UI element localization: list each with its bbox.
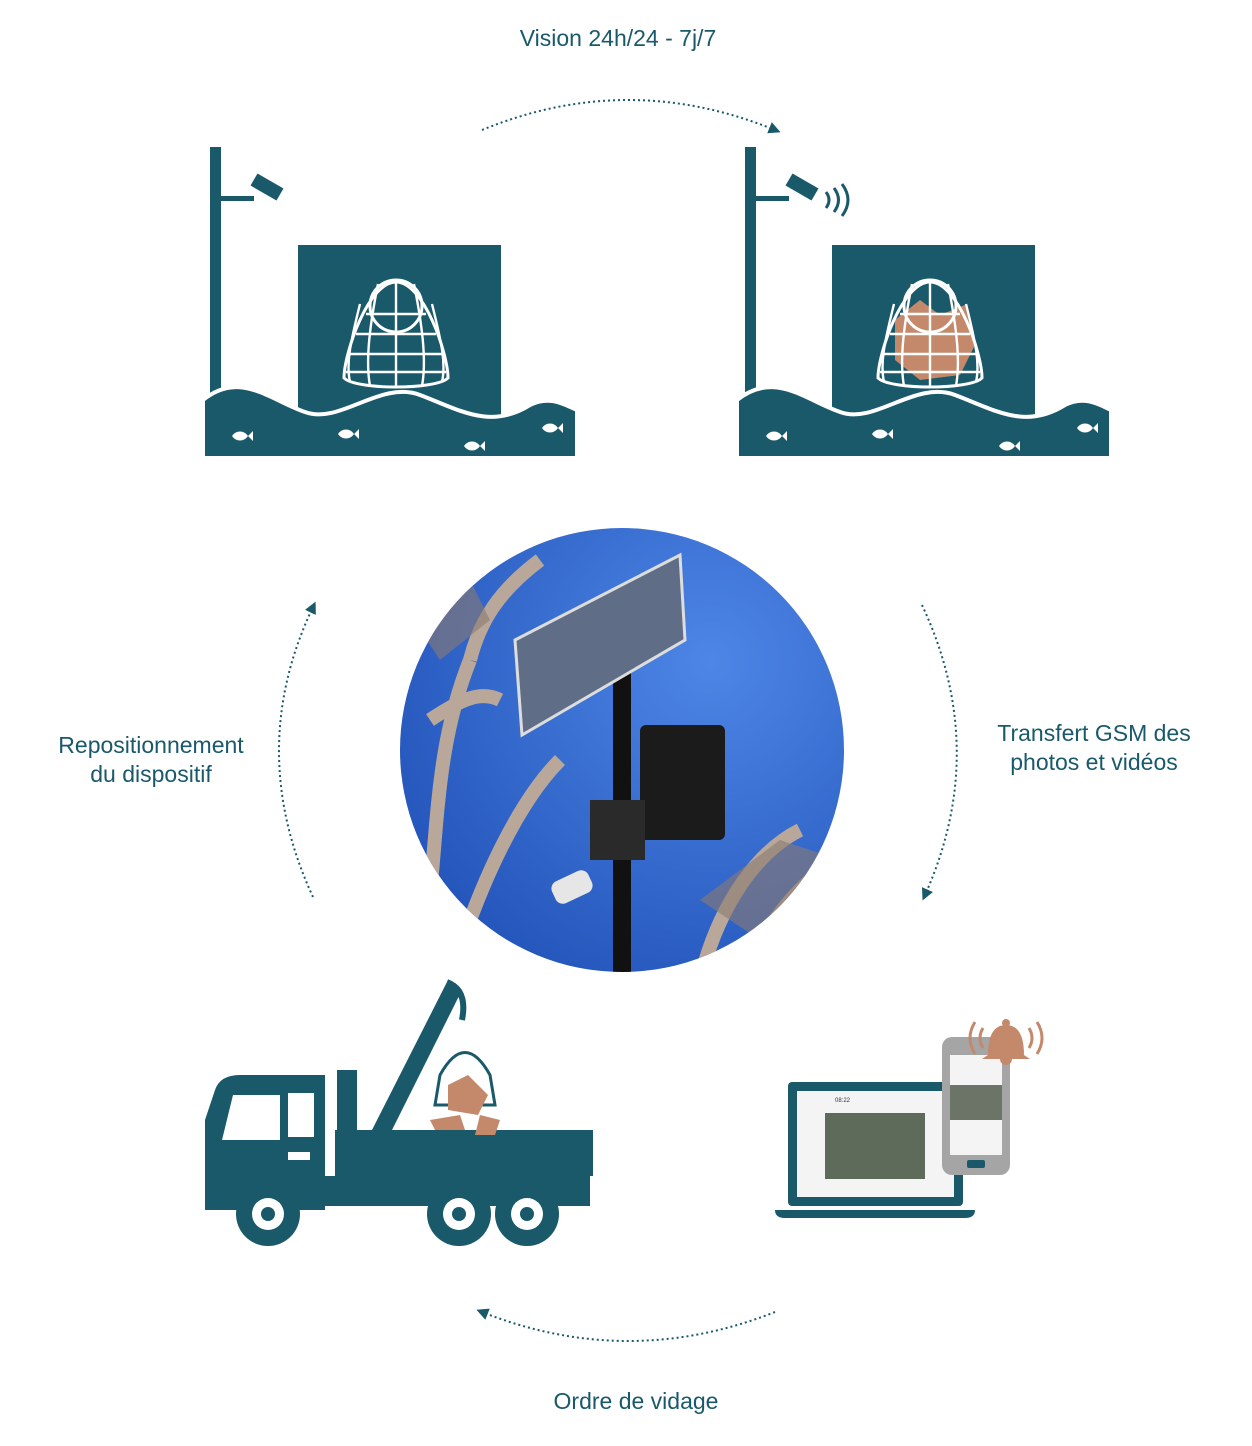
bell-icon (982, 1025, 1030, 1065)
arrow-right (921, 604, 958, 901)
scene-full-net (735, 147, 1113, 460)
laptop-phone-alert: 08:22 (775, 1019, 1044, 1218)
step-reposition-line2: du dispositif (90, 761, 212, 787)
arrow-bottom (476, 1308, 776, 1342)
camera-icon (250, 173, 284, 201)
device-photo (400, 528, 844, 972)
step-transfer-label: Transfert GSM des photos et vidéos (964, 719, 1224, 777)
arrow-left (278, 601, 316, 898)
step-reposition-label: Repositionnement du dispositif (30, 731, 272, 789)
truck-illustration (205, 979, 593, 1246)
step-transfer-line2: photos et vidéos (1010, 749, 1178, 775)
step-transfer-line1: Transfert GSM des (997, 720, 1191, 746)
arrow-top (481, 99, 781, 134)
signal-icon (824, 183, 850, 217)
scene-empty-net (201, 147, 579, 460)
step-vision-label: Vision 24h/24 - 7j/7 (519, 25, 717, 51)
laptop-time: 08:22 (835, 1098, 851, 1104)
step-empty-order-label: Ordre de vidage (553, 1388, 719, 1414)
camera-icon (785, 173, 819, 201)
step-reposition-line1: Repositionnement (58, 732, 244, 758)
